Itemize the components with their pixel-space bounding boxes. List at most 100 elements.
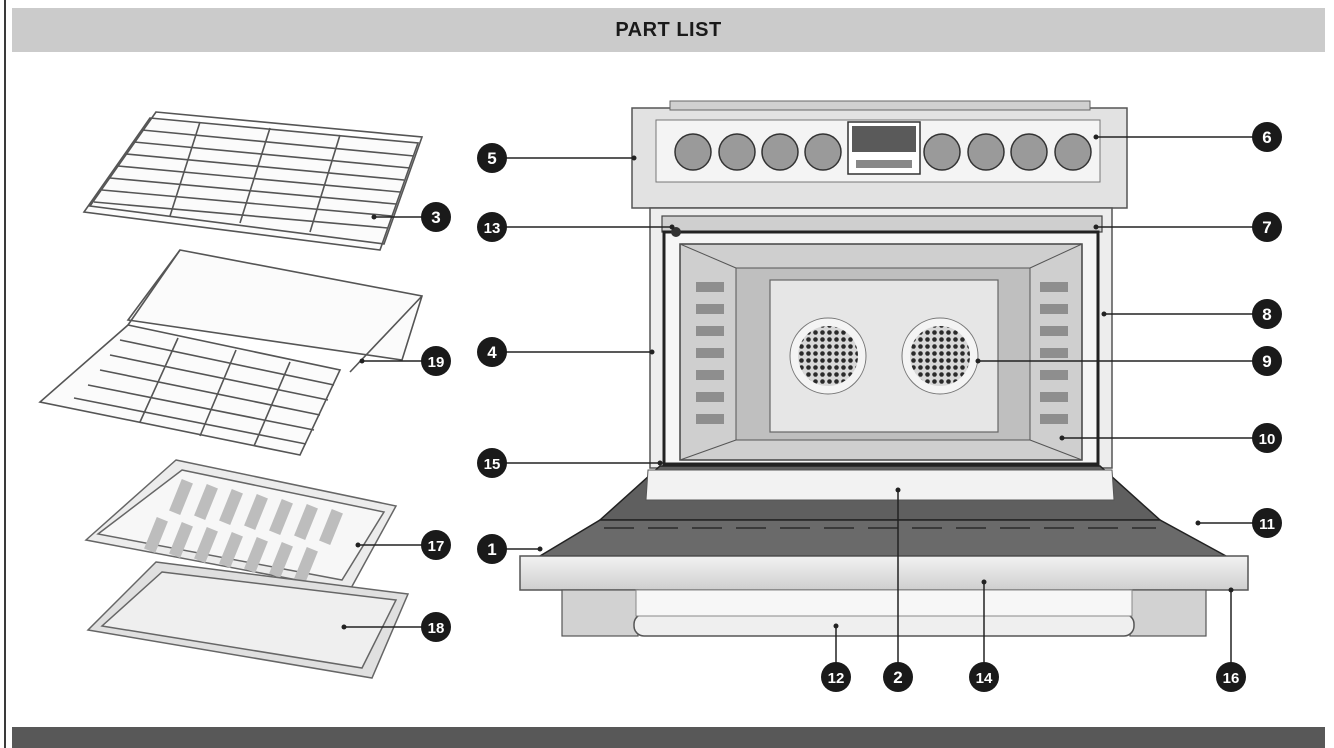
marker-label: 13 [484,220,501,237]
part-marker-13: 13 [477,212,507,242]
marker-circle [477,337,507,367]
marker-circle [1252,299,1282,329]
leader-tip-7 [1093,224,1099,230]
part-marker-12: 12 [821,662,851,692]
knob-icon [761,133,799,171]
grill-tray [84,459,398,591]
oven-range [519,100,1249,637]
marker-circle [421,346,451,376]
marker-circle [1252,122,1282,152]
marker-circle [1252,423,1282,453]
leader-tip-4 [649,349,655,355]
marker-circle [477,448,507,478]
marker-label: 5 [487,149,496,168]
door-bottom-trim [519,555,1249,591]
telescopic-rack [38,249,424,456]
part-marker-15: 15 [477,448,507,478]
section-title: PART LIST [615,18,722,41]
part-marker-17: 17 [421,530,451,560]
door-handle [633,613,1135,637]
knob-icon [718,133,756,171]
left-border-rule [4,0,6,748]
left-leg-panel [561,589,639,637]
marker-circle [421,530,451,560]
knob-icon [923,133,961,171]
marker-circle [1252,212,1282,242]
section-footer-bar [12,727,1325,748]
marker-circle [477,143,507,173]
baking-tray [86,561,410,679]
marker-label: 8 [1262,305,1271,324]
marker-label: 6 [1262,128,1271,147]
marker-label: 1 [487,540,496,559]
marker-circle [883,662,913,692]
leader-tip-13 [669,224,675,230]
part-marker-18: 18 [421,612,451,642]
marker-label: 11 [1259,516,1275,533]
leader-tip-10 [1059,435,1065,441]
side-rails-right [1040,282,1068,424]
leader-tip-19 [359,358,365,364]
side-rails-left [696,282,724,424]
part-marker-9: 9 [1252,346,1282,376]
leader-tip-8 [1101,311,1107,317]
part-marker-19: 19 [421,346,451,376]
marker-circle [421,612,451,642]
part-marker-2: 2 [883,662,913,692]
fan-icon [798,326,858,386]
part-marker-3: 3 [421,202,451,232]
marker-circle [477,212,507,242]
marker-label: 14 [976,670,993,687]
leader-tip-1 [537,546,543,552]
section-header: PART LIST [12,8,1325,52]
marker-label: 15 [484,456,501,473]
marker-circle [1252,346,1282,376]
leader-tip-6 [1093,134,1099,140]
marker-label: 9 [1262,352,1271,371]
part-marker-11: 11 [1252,508,1282,538]
knob-icon [1010,133,1048,171]
marker-label: 7 [1262,218,1271,237]
timer-display [847,121,921,175]
marker-label: 10 [1259,431,1276,448]
part-marker-4: 4 [477,337,507,367]
marker-label: 2 [893,668,902,687]
leader-tip-2 [895,487,901,493]
marker-circle [821,662,851,692]
leader-tip-11 [1195,520,1201,526]
leader-tip-16 [1228,587,1234,593]
marker-circle [969,662,999,692]
marker-label: 16 [1223,670,1240,687]
leader-tip-9 [975,358,981,364]
marker-circle [1216,662,1246,692]
part-marker-6: 6 [1252,122,1282,152]
door-glass [645,469,1115,501]
marker-circle [477,534,507,564]
part-marker-16: 16 [1216,662,1246,692]
leader-tip-17 [355,542,361,548]
part-marker-8: 8 [1252,299,1282,329]
part-marker-14: 14 [969,662,999,692]
marker-label: 18 [428,620,445,637]
oven-lamp-icon [671,227,681,237]
leader-tip-3 [371,214,377,220]
marker-label: 17 [428,538,445,555]
marker-label: 3 [431,208,440,227]
marker-circle [1252,508,1282,538]
fan-icon [910,326,970,386]
marker-label: 12 [828,670,845,687]
right-leg-panel [1129,589,1207,637]
knob-icon [674,133,712,171]
knob-icon [967,133,1005,171]
top-vent [661,215,1103,233]
leader-tip-18 [341,624,347,630]
leader-tip-14 [981,579,987,585]
leader-tip-15 [657,460,663,466]
knob-icon [804,133,842,171]
part-marker-1: 1 [477,534,507,564]
marker-circle [421,202,451,232]
part-marker-5: 5 [477,143,507,173]
wire-rack [82,111,424,251]
